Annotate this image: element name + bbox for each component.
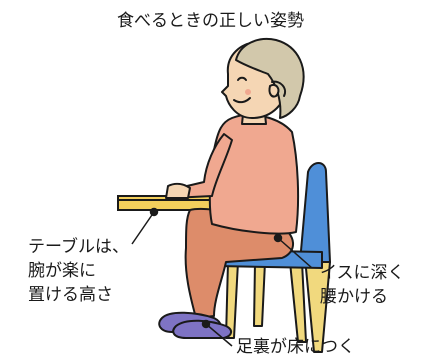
- hair: [235, 38, 305, 119]
- chair-backrest: [299, 162, 331, 263]
- hand: [165, 182, 191, 199]
- table-callout-line-3: 置ける高さ: [28, 285, 113, 305]
- table-pointer-dot: [149, 207, 159, 217]
- chair-callout-line-2: 腰かける: [320, 287, 388, 307]
- diagram-title: 食べるときの正しい姿勢: [117, 11, 304, 31]
- hair-curl: [271, 80, 286, 97]
- chair-pointer-dot: [273, 233, 283, 243]
- table-callout-line-1: テーブルは、: [28, 237, 129, 257]
- feet-callout: 足裏が床につく: [236, 337, 355, 357]
- feet-pointer-dot: [201, 319, 211, 329]
- chair-back-leg-rear: [289, 261, 307, 343]
- chair-front-leg-rear: [253, 261, 266, 327]
- cheek: [245, 89, 251, 95]
- chair-callout-line-1: イスに深く: [320, 263, 405, 283]
- shirt: [208, 113, 300, 235]
- chair-pointer-line: [277, 237, 313, 269]
- table-pointer-line: [131, 211, 155, 245]
- person: [158, 38, 305, 339]
- eye: [237, 76, 247, 81]
- feet-pointer-line: [205, 323, 233, 347]
- callout-lines: [131, 207, 313, 347]
- mouth: [233, 97, 251, 104]
- ear: [268, 84, 280, 98]
- table-callout-line-2: 腕が楽に: [28, 261, 96, 281]
